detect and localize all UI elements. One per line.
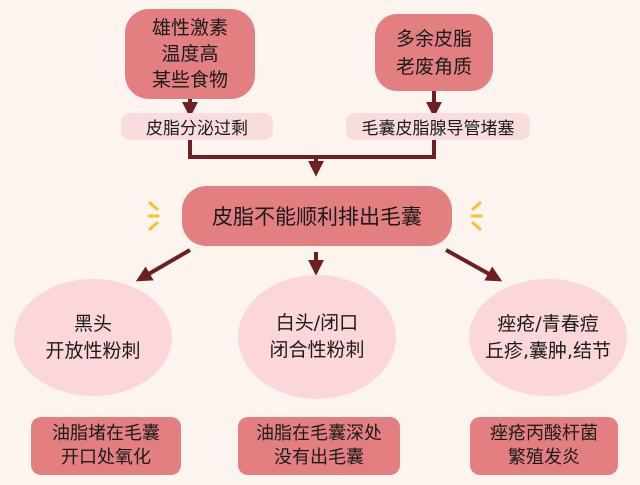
cause-box-left: 雄性激素 温度高 某些食物	[125, 9, 255, 99]
result-box-left: 皮脂分泌过剩	[121, 113, 273, 140]
outcome-circle-whitehead: 白头/闭口 闭合性粉刺	[238, 275, 396, 399]
center-box: 皮脂不能顺利排出毛囊	[182, 186, 452, 246]
reason-box-whitehead: 油脂在毛囊深处 没有出毛囊	[238, 417, 400, 475]
arrow-to-acne	[445, 248, 503, 282]
cause-box-right: 多余皮脂 老废角质	[375, 14, 493, 91]
reason-box-acne: 痤疮丙酸杆菌 繁殖发炎	[470, 417, 618, 475]
merge-bracket	[188, 140, 436, 159]
reason-box-blackhead: 油脂堵在毛囊 开口处氧化	[31, 417, 181, 475]
spark-right-icon	[470, 201, 483, 231]
outcome-circle-blackhead: 黑头 开放性粉刺	[14, 279, 172, 396]
spark-left-icon	[147, 201, 160, 231]
arrow-to-blackhead	[135, 248, 192, 282]
outcome-circle-acne: 痤疮/青春痘 丘疹,囊肿,结节	[469, 279, 627, 396]
result-box-right: 毛囊皮脂腺导管堵塞	[346, 113, 530, 140]
